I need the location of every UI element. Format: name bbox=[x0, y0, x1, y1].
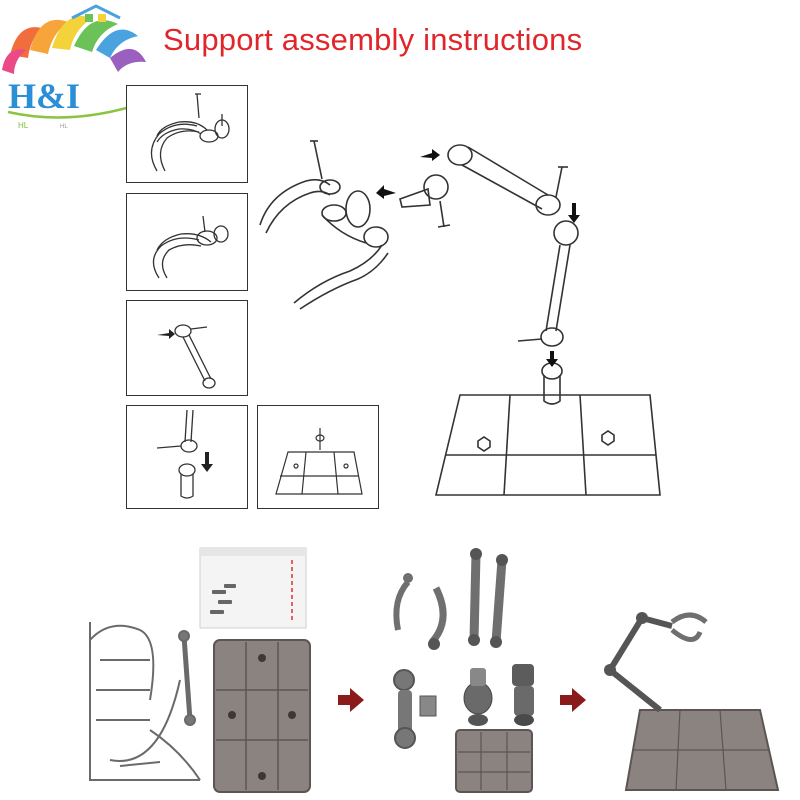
loose-parts-icon bbox=[393, 548, 534, 793]
brand-sub-right: HL bbox=[60, 124, 68, 130]
screw-bag-icon bbox=[199, 547, 307, 629]
arm-peg-insert-icon bbox=[156, 409, 213, 499]
joint-arm-screw-icon bbox=[157, 324, 216, 389]
brand-sub-left: HL bbox=[18, 121, 29, 130]
arm-claw-screw-icon bbox=[150, 93, 230, 172]
parts-photo-strip bbox=[0, 530, 800, 800]
base-plate-icon bbox=[213, 639, 311, 793]
main-assembly-diagram bbox=[250, 75, 710, 515]
step-4-box bbox=[126, 405, 248, 509]
arm-claw-joined-icon bbox=[152, 215, 229, 279]
step-1-box bbox=[126, 85, 248, 183]
step-3-box bbox=[126, 300, 248, 396]
step-5-box bbox=[257, 405, 379, 509]
sprue-frame-icon bbox=[89, 622, 201, 781]
assembled-stand-icon bbox=[604, 612, 780, 791]
arrow-right-icon bbox=[338, 688, 364, 712]
page-title: Support assembly instructions bbox=[163, 22, 583, 57]
brand-name: H&I bbox=[8, 76, 80, 116]
brand-logo: H&I HL HL bbox=[0, 0, 150, 135]
base-peg-icon bbox=[275, 428, 363, 495]
step-2-box bbox=[126, 193, 248, 291]
arrow-right-icon bbox=[560, 688, 586, 712]
